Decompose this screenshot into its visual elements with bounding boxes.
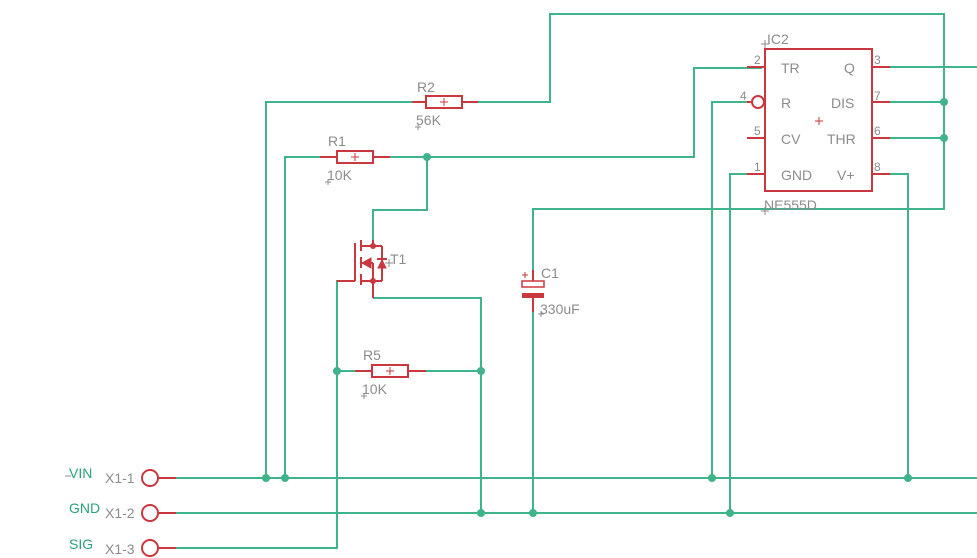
ic2-pin-8-num: 8 <box>874 160 881 174</box>
junction-dot <box>708 474 716 482</box>
wire-vplus-vin[interactable] <box>890 173 909 478</box>
ic2-pin-6-num: 6 <box>874 124 881 138</box>
ic2-pin-4-bubble[interactable] <box>751 95 765 109</box>
ic2-pin-label-thr: THR <box>827 131 856 147</box>
t1-pin-dot <box>370 278 376 284</box>
wire-reset-vin[interactable] <box>711 101 750 478</box>
junction-dot <box>940 98 948 106</box>
t1-diode <box>377 258 387 269</box>
x1-1-net-label: VIN <box>69 465 92 481</box>
connector-x1[interactable]: VIN X1-1 GND X1-2 SIG X1-3 <box>65 465 176 557</box>
r5-name-label: R5 <box>363 347 381 363</box>
wires <box>160 13 977 549</box>
resistor-r5[interactable]: R5 10K <box>345 347 440 399</box>
wire-ic-gnd[interactable] <box>729 173 762 513</box>
wire-r1-vin[interactable] <box>284 156 310 478</box>
c1-plate-negative[interactable] <box>522 293 544 298</box>
ic2-ne555d[interactable]: 2 4 5 1 3 7 6 8 TR R CV GND Q DIS THR V+… <box>740 31 890 215</box>
junction-dot <box>529 509 537 517</box>
ic2-pin-label-tr: TR <box>781 60 800 76</box>
capacitor-c1[interactable]: C1 330uF <box>521 265 580 317</box>
ic2-pin-4-num: 4 <box>740 89 747 103</box>
x1-2-terminal[interactable] <box>141 504 159 522</box>
x1-2-ref-label: X1-2 <box>105 505 135 521</box>
ic2-pin-label-vplus: V+ <box>837 167 855 183</box>
x1-1-ref-label: X1-1 <box>105 470 135 486</box>
t1-source <box>361 280 374 298</box>
x1-3-net-label: SIG <box>69 536 93 552</box>
junction-dot <box>904 474 912 482</box>
junction-dot <box>477 509 485 517</box>
junction-dot <box>281 474 289 482</box>
t1-arrow <box>360 257 372 269</box>
ic2-pin-5-num: 5 <box>754 124 761 138</box>
resistor-r2[interactable]: R2 56K <box>400 79 492 130</box>
wire-t1-source[interactable] <box>373 297 482 513</box>
ic2-pin-label-gnd: GND <box>781 167 812 183</box>
junction-dot <box>726 509 734 517</box>
wire-sig[interactable] <box>160 280 355 549</box>
x1-3-terminal[interactable] <box>141 539 159 557</box>
x1-2-net-label: GND <box>69 500 100 516</box>
ic2-name-label: IC2 <box>767 31 789 47</box>
junction-dot <box>940 134 948 142</box>
junctions <box>262 98 948 517</box>
ic2-pin-label-cv: CV <box>781 131 801 147</box>
r2-name-label: R2 <box>417 79 435 95</box>
r1-name-label: R1 <box>328 133 346 149</box>
wire-t1-drain[interactable] <box>372 157 428 240</box>
r2-value-label: 56K <box>416 112 442 128</box>
ic2-value-label: NE555D <box>764 197 817 213</box>
ic2-body[interactable] <box>764 48 873 192</box>
wire-r2-vin[interactable] <box>265 101 400 478</box>
mosfet-t1[interactable]: T1 <box>337 240 407 298</box>
t1-name-label: T1 <box>390 251 407 267</box>
ic2-pin-label-r: R <box>781 95 791 111</box>
ic2-pin-3-num: 3 <box>874 53 881 67</box>
t1-pin-dot <box>370 243 376 249</box>
r1-value-label: 10K <box>327 167 353 183</box>
resistor-r1[interactable]: R1 10K <box>310 133 400 185</box>
ic2-pin-label-dis: DIS <box>831 95 854 111</box>
x1-1-terminal[interactable] <box>141 469 159 487</box>
junction-dot <box>333 367 341 375</box>
r5-value-label: 10K <box>362 381 388 397</box>
wire-r1-tr[interactable] <box>400 67 762 158</box>
ic2-pin-label-q: Q <box>844 60 855 76</box>
c1-value-label: 330uF <box>540 301 580 317</box>
wire-r2-top[interactable] <box>492 13 945 278</box>
c1-name-label: C1 <box>541 265 559 281</box>
junction-dot <box>423 153 431 161</box>
ic2-pin-2-num: 2 <box>754 53 761 67</box>
ic2-pin-7-num: 7 <box>874 89 881 103</box>
c1-plate-positive[interactable] <box>521 280 545 288</box>
junction-dot <box>262 474 270 482</box>
junction-dot <box>477 367 485 375</box>
ic2-pin-1-num: 1 <box>754 160 761 174</box>
x1-3-ref-label: X1-3 <box>105 541 135 557</box>
